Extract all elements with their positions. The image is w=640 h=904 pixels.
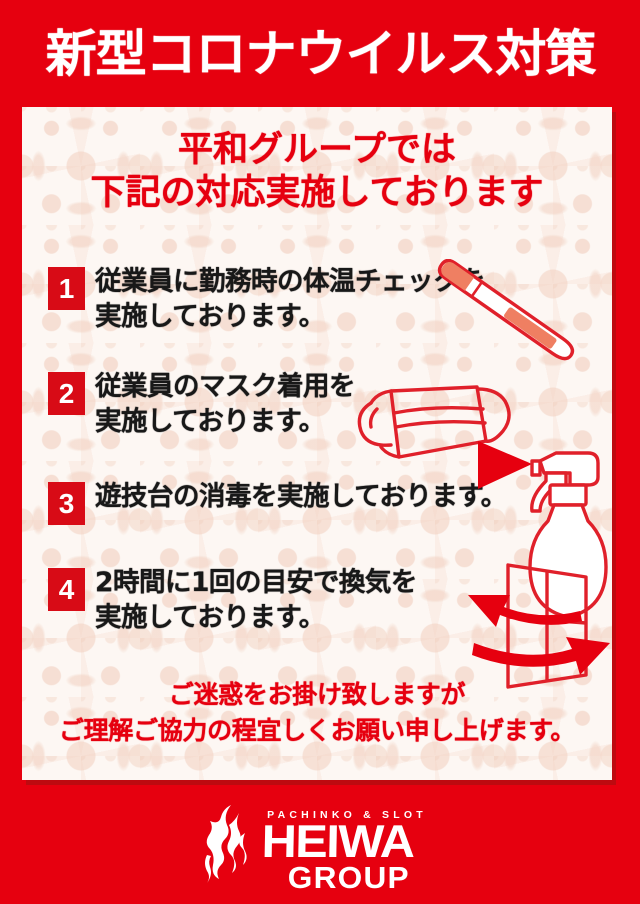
measure-text-line-1: 2時間に1回の目安で換気を (95, 567, 417, 598)
measure-text-line-1: 従業員のマスク着用を (95, 371, 356, 402)
content-panel: 平和グループでは 下記の対応実施しております 1 従業員に勤務時の体温チェックを… (22, 107, 612, 780)
closing-message: ご迷惑をお掛け致しますが ご理解ご協力の程宜しくお願い申し上げます。 (22, 677, 612, 750)
measure-item-2: 2 従業員のマスク着用を 実施しております。 (48, 369, 356, 439)
measure-item-3: 3 遊技台の消毒を実施しております。 (48, 479, 507, 525)
logo-name: HEIWA (261, 814, 415, 867)
measure-text: 従業員のマスク着用を 実施しております。 (95, 369, 356, 439)
footer-logo-area: PACHINKO & SLOT HEIWA GROUP (0, 790, 640, 904)
measure-item-1: 1 従業員に勤務時の体温チェックを 実施しております。 (48, 264, 486, 334)
measure-number-badge: 2 (48, 372, 85, 415)
closing-line-2: ご理解ご協力の程宜しくお願い申し上げます。 (58, 716, 576, 746)
measure-text: 2時間に1回の目安で換気を 実施しております。 (95, 565, 417, 635)
measure-text-line-2: 実施しております。 (95, 301, 325, 333)
measure-number-badge: 1 (48, 267, 85, 310)
measure-text: 遊技台の消毒を実施しております。 (95, 479, 507, 514)
measure-number-badge: 4 (48, 568, 85, 611)
subtitle-line-2: 下記の対応実施しております (90, 173, 544, 214)
title-banner: 新型コロナウイルス対策 (0, 0, 640, 107)
page-title: 新型コロナウイルス対策 (45, 24, 596, 83)
heiwa-group-logo: PACHINKO & SLOT HEIWA GROUP (201, 801, 427, 894)
measure-number-badge: 3 (48, 482, 85, 525)
measure-text: 従業員に勤務時の体温チェックを 実施しております。 (95, 264, 486, 334)
closing-line-1: ご迷惑をお掛け致しますが (168, 680, 466, 709)
measure-text-line-2: 実施しております。 (95, 602, 325, 634)
logo-suffix: GROUP (287, 860, 411, 896)
logo-tagline: PACHINKO & SLOT (267, 808, 427, 821)
measure-text-line-1: 従業員に勤務時の体温チェックを (95, 266, 486, 297)
measure-text-line-1: 遊技台の消毒を実施しております。 (95, 481, 507, 512)
logo-wordmark: PACHINKO & SLOT HEIWA GROUP (249, 801, 427, 894)
subtitle-line-1: 平和グループでは (178, 130, 456, 170)
subtitle: 平和グループでは 下記の対応実施しております (22, 129, 612, 216)
flame-ornament-icon (205, 804, 247, 883)
measure-text-line-2: 実施しております。 (95, 406, 325, 438)
measure-item-4: 4 2時間に1回の目安で換気を 実施しております。 (48, 565, 417, 635)
